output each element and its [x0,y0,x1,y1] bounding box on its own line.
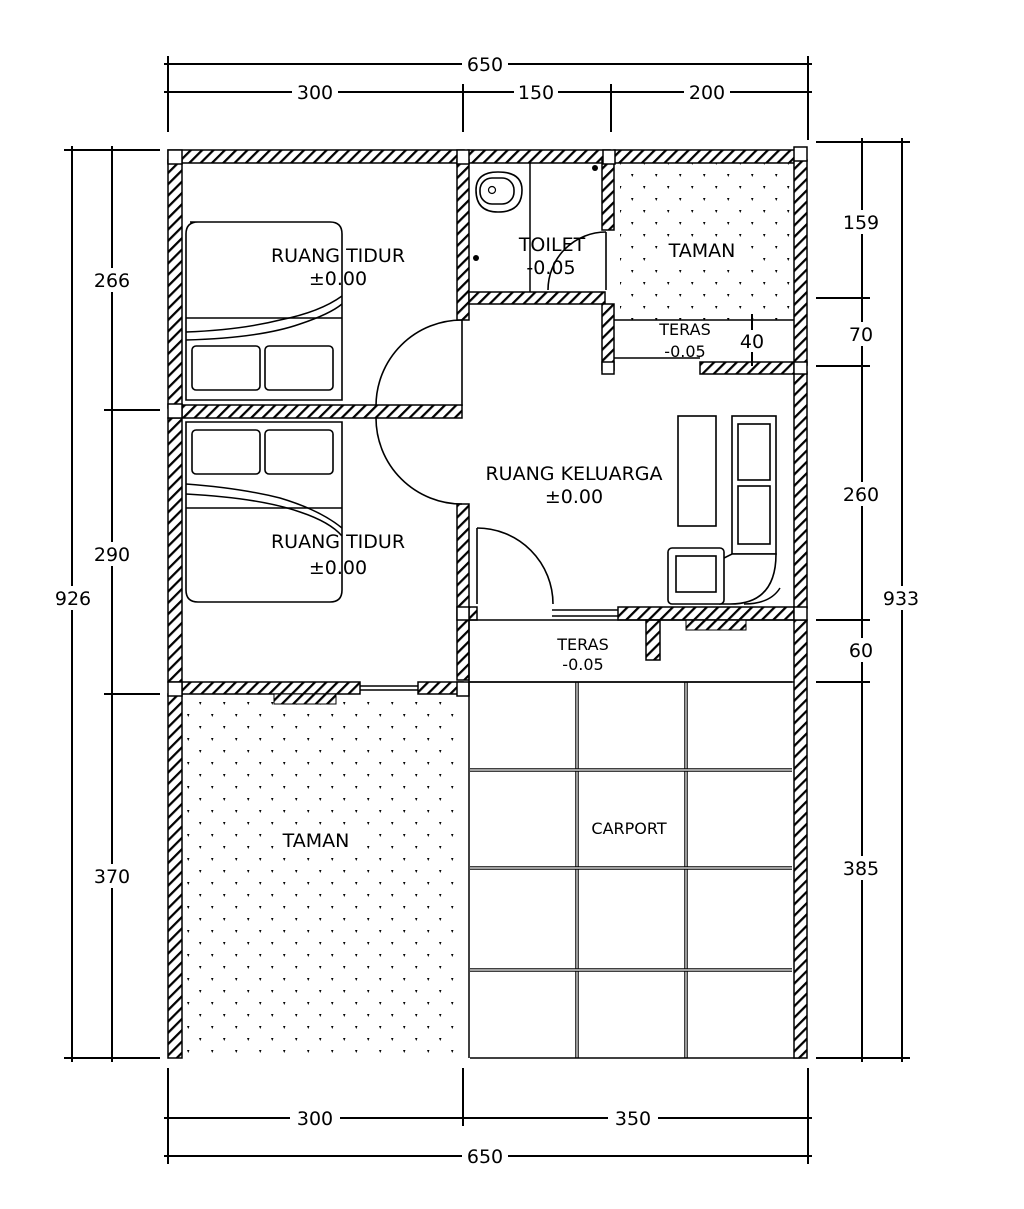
family-room-level: ±0.00 [545,486,603,508]
dim-bottom-seg-1: 300 [297,1108,333,1130]
dim-left-seg-1: 266 [94,270,130,292]
dim-teras-inner: 40 [740,331,764,353]
dim-top-seg-2: 150 [518,82,554,104]
dim-left-seg-3: 370 [94,866,130,888]
teras-front-name: TERAS [556,635,608,654]
dim-bottom-total: 650 [467,1146,503,1168]
toilet-level: -0.05 [526,257,575,279]
dim-right-seg-3: 260 [843,484,879,506]
teras-top-level: -0.05 [664,342,705,361]
dim-left-seg-2: 290 [94,544,130,566]
toilet-name: TOILET [518,234,586,256]
teras-outlines [468,319,794,1058]
dim-right-seg-4: 60 [849,640,873,662]
garden-top-name: TAMAN [668,240,736,262]
living-furniture [667,415,781,605]
bedroom-bottom-level: ±0.00 [309,557,367,579]
dim-right-seg-2: 70 [849,324,873,346]
toilet-fixtures [473,163,598,292]
dim-top-seg-3: 200 [689,82,725,104]
dim-top-seg-1: 300 [297,82,333,104]
carport-tiles [470,681,800,1059]
bed-top [185,221,343,401]
dim-top-total: 650 [467,54,503,76]
dim-right-seg-1: 159 [843,212,879,234]
room-labels: RUANG TIDUR ±0.00 TOILET -0.05 TAMAN TER… [271,234,742,852]
columns [167,146,808,697]
doors [375,231,607,605]
dim-left-total: 926 [55,588,91,610]
bedroom-top-name: RUANG TIDUR [271,245,405,267]
bedroom-bottom-name: RUANG TIDUR [271,531,405,553]
family-room-name: RUANG KELUARGA [485,463,662,485]
dimension-labels: 650 300 150 200 300 350 650 926 266 290 … [50,54,926,1168]
bedroom-top-level: ±0.00 [309,268,367,290]
teras-top-name: TERAS [658,320,710,339]
carport-name: CARPORT [591,819,666,838]
dim-bottom-seg-2: 350 [615,1108,651,1130]
bed-bottom [185,421,343,603]
teras-front-level: -0.05 [562,655,603,674]
garden-bottom-name: TAMAN [282,830,350,852]
dim-right-seg-5: 385 [843,858,879,880]
dim-right-total: 933 [883,588,919,610]
garden-bottom-fill [185,696,463,1056]
